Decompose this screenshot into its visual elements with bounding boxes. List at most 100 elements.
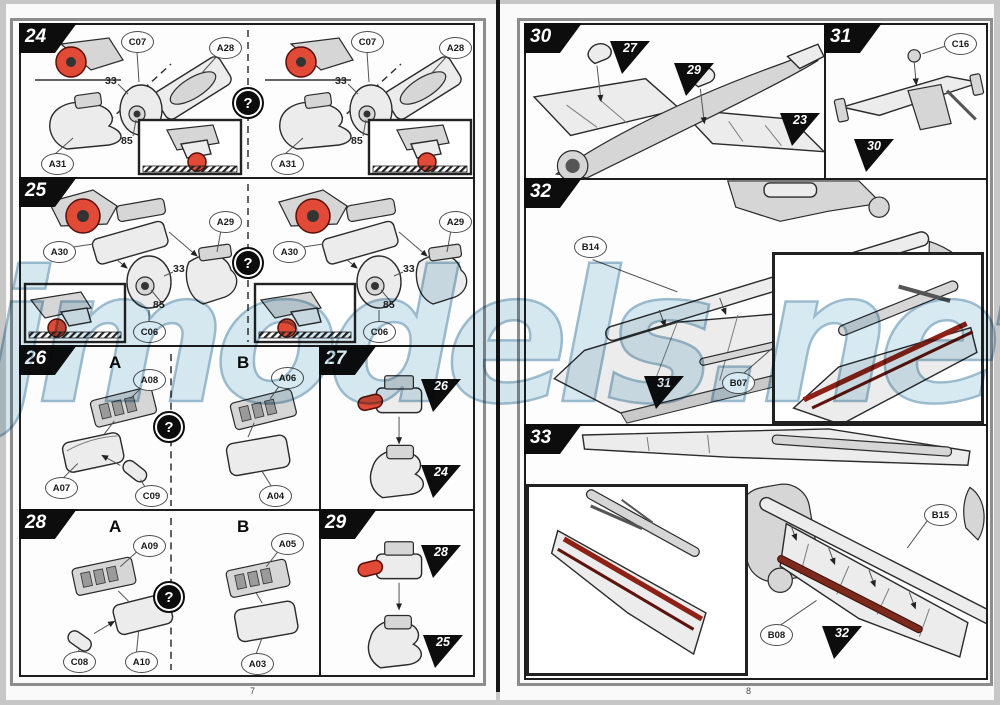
page-gutter-divider [496,0,500,692]
step-30-art [532,43,826,180]
part-label-b08: B08 [760,624,793,646]
part-a04-cowl [225,434,291,477]
paint-ref-85: 85 [121,135,133,147]
option-question-icon: ? [153,411,185,443]
part-label-a31: A31 [41,153,74,175]
tail-fin [907,83,952,131]
left-page-frame: 24 C07 A28 A31 33 85 C07 A28 A31 33 85 ? [10,18,486,686]
left-page: 24 C07 A28 A31 33 85 C07 A28 A31 33 85 ? [6,4,496,700]
step-25-art [23,184,473,344]
paint-ref-85: 85 [153,299,165,311]
part-label-a28: A28 [439,37,472,59]
red-slat-highlight [802,321,968,403]
step-24-art [35,30,473,176]
part-a09-cowl-flap [71,556,137,596]
step-33-panel: 33 B15 B08 32 [524,424,988,680]
part-label-a07: A07 [45,477,78,499]
part-b08-slat-inner [777,555,923,634]
step-32-panel: 32 B14 B07 31 [524,178,988,428]
part-label-c06: C06 [363,321,396,343]
part-label-a30: A30 [43,241,76,263]
step-27-art [357,375,424,499]
part-label-a09: A09 [133,535,166,557]
part-label-b15: B15 [924,504,957,526]
part-label-a05: A05 [271,533,304,555]
part-label-b14: B14 [574,236,607,258]
step-27-panel: 27 26 24 [319,345,475,513]
page-number-left: 7 [250,686,256,696]
option-b-label: B [237,517,250,536]
step-31-panel: 31 C16 30 [824,23,988,182]
step-33-inset-art [550,489,707,656]
part-label-a29: A29 [439,211,472,233]
part-label-c07: C07 [121,31,154,53]
step-24-left-assembly [35,37,243,176]
step-28-panel: 28 A B ? A09 C08 A10 A05 A03 [19,509,323,677]
fuselage [554,51,819,179]
slat-fitted-inset-box [772,252,984,424]
red-slat-highlight [562,536,704,622]
red-highlight-part [357,559,384,578]
gear-spat-27 [587,43,612,65]
far-wing [581,428,971,466]
step-24-panel: 24 C07 A28 A31 33 85 C07 A28 A31 33 85 ? [19,23,475,181]
tail-wheel [907,49,921,63]
paint-ref-33: 33 [335,75,347,87]
step-25-right-assembly [255,190,467,342]
part-label-c16: C16 [944,33,977,55]
option-a-label: A [109,353,122,372]
part-c08-intake [67,630,92,652]
option-a-label: A [109,517,122,536]
wheel-spat [185,254,238,305]
part-label-a29: A29 [209,211,242,233]
part-label-a10: A10 [125,651,158,673]
step-26-art [59,354,297,507]
part-label-c08: C08 [63,651,96,673]
part-label-a31: A31 [271,153,304,175]
wheel-spat [49,101,122,150]
step-29-panel: 29 28 25 [319,509,475,677]
ground-hatch [28,331,122,339]
step-32-inset-art [792,280,978,421]
red-highlight-part [357,393,384,412]
part-label-c09: C09 [135,485,168,507]
part-label-a08: A08 [133,369,166,391]
step-26-panel: 26 A B ? A08 A07 C09 A06 A04 [19,345,323,513]
part-a05-cowl-flap [225,558,291,598]
paint-ref-85: 85 [383,299,395,311]
step-25-left-assembly [23,189,238,344]
part-label-c07: C07 [351,31,384,53]
part-label-c06: C06 [133,321,166,343]
paint-ref-33: 33 [173,263,185,275]
step-33-art [581,428,986,658]
right-page-frame: 30 27 29 23 31 C16 30 [517,18,993,686]
part-c09-intake [122,459,148,483]
part-a06-cowl-flap [229,388,297,431]
paint-ref-33: 33 [105,75,117,87]
option-question-icon: ? [232,87,264,119]
part-label-a30: A30 [273,241,306,263]
option-question-icon: ? [232,247,264,279]
step-25-panel: 25 A30 A29 C06 33 85 A30 A29 C06 33 85 ? [19,177,475,349]
step-31-art [833,45,985,131]
radiator-intake [565,158,580,173]
option-b-label: B [237,353,250,372]
page-number-right: 8 [746,686,752,696]
right-page: 30 27 29 23 31 C16 30 [500,4,994,700]
tailplane [786,43,825,70]
part-label-a06: A06 [271,367,304,389]
part-a08-cowl-flap [89,386,158,428]
part-label-a04: A04 [259,485,292,507]
step-29-art [357,541,423,669]
part-label-b07: B07 [722,372,755,394]
paint-ref-85: 85 [351,135,363,147]
ground-hatch [142,165,238,173]
step-30-panel: 30 27 29 23 [524,23,828,182]
part-a07-cowl [61,432,125,473]
part-a03-cowl [233,600,299,643]
paint-ref-33: 33 [403,263,415,275]
part-label-a03: A03 [241,653,274,675]
option-question-icon: ? [153,581,185,613]
slat-fitted-inset-box [526,484,748,676]
